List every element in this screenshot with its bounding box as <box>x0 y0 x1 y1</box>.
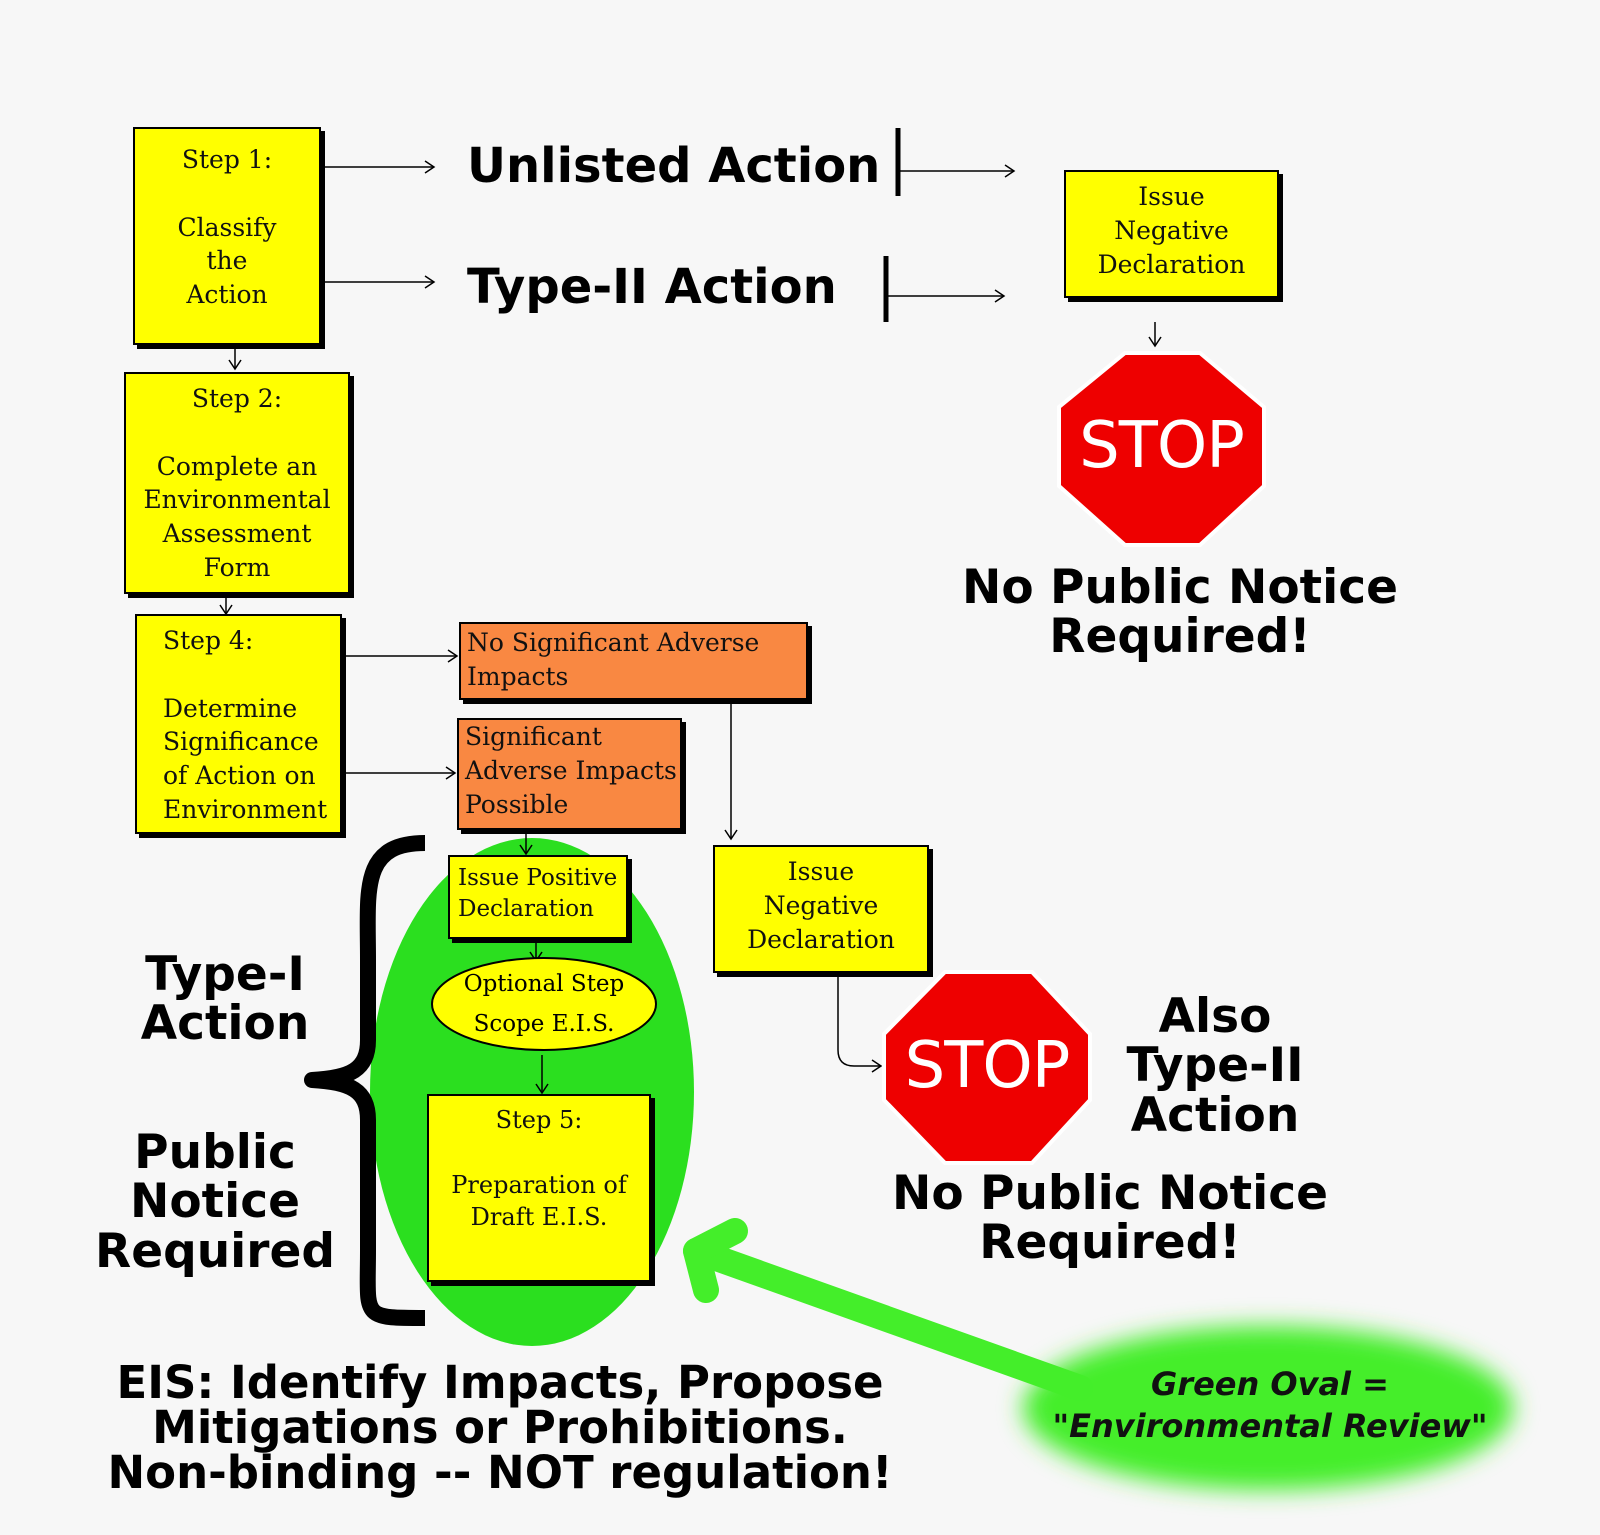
type-ii-action-label: Type-II Action <box>467 259 837 315</box>
significant-impacts-box: Significant Adverse Impacts Possible <box>457 718 682 830</box>
step2-box: Step 2: Complete an Environmental Assess… <box>124 372 350 594</box>
step4-box: Step 4: Determine Significance of Action… <box>135 614 342 834</box>
bottom-stop-sign-label: STOP <box>904 1029 1071 1103</box>
unlisted-action-label: Unlisted Action <box>467 138 881 194</box>
top-negative-declaration-box: Issue Negative Declaration <box>1064 170 1279 298</box>
bottom-stop-sign-icon <box>882 970 1092 1165</box>
legend-text: Green Oval = "Environmental Review" <box>1052 1365 1488 1445</box>
public-notice-required-label: Public Notice Required <box>95 1125 335 1279</box>
positive-declaration-box: Issue Positive Declaration <box>448 855 628 939</box>
top-stop-sign-label: STOP <box>1079 409 1245 483</box>
type-i-brace <box>304 835 426 1326</box>
type-i-action-label: Type-I Action <box>140 947 310 1052</box>
bottom-no-public-notice: No Public Notice Required! <box>892 1166 1328 1271</box>
legend-arrow <box>683 1218 1093 1401</box>
step1-box: Step 1: Classify the Action <box>133 127 321 345</box>
bottom-negative-declaration-box: Issue Negative Declaration <box>713 845 929 973</box>
legend-green-blob <box>1023 1326 1513 1490</box>
also-type-ii-action: Also Type-II Action <box>1126 989 1304 1143</box>
top-stop-sign-icon <box>1057 351 1266 547</box>
top-no-public-notice: No Public Notice Required! <box>962 560 1398 665</box>
eis-note: EIS: Identify Impacts, Propose Mitigatio… <box>107 1356 893 1499</box>
step5-box: Step 5: Preparation of Draft E.I.S. <box>427 1094 651 1282</box>
optional-step-ellipse <box>431 957 657 1051</box>
no-significant-impacts-box: No Significant Adverse Impacts <box>459 622 808 700</box>
optional-step-label: Optional Step Scope E.I.S. <box>463 971 625 1038</box>
